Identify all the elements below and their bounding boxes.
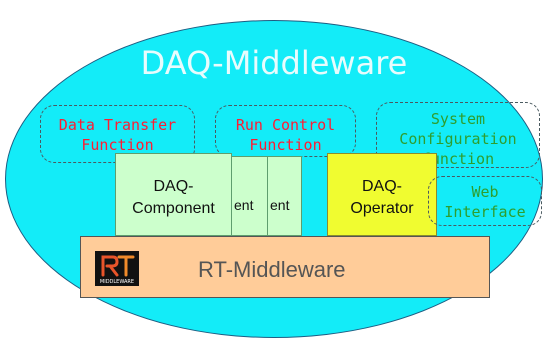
data-transfer-line-2: Function [81,136,154,154]
daq-component-card-2: ent [230,156,268,236]
system-configuration-function-box: System Configuration function [376,102,540,168]
diagram-title: DAQ-Middleware [140,44,408,82]
component-fragment-label-2: ent [234,197,254,213]
rt-middleware-box: MIDDLEWARE RT-Middleware [80,236,490,298]
run-control-line-2: Function [249,136,322,154]
rt-middleware-label: RT-Middleware [198,257,346,282]
daq-component-line-1: DAQ- [153,178,194,195]
system-config-line-2: Configuration [399,130,517,148]
rt-logo-icon: MIDDLEWARE [95,251,139,286]
web-interface-line-2: Interface [444,203,526,221]
web-interface-box: Web Interface [428,176,542,226]
run-control-line-1: Run Control [235,116,336,134]
daq-operator-box: DAQ- Operator [327,153,437,236]
web-interface-line-1: Web [471,183,499,201]
system-config-line-3: function [421,150,495,168]
logo-caption: MIDDLEWARE [100,279,134,285]
daq-component-line-2: Component [132,200,215,217]
daq-component-card: DAQ- Component [115,153,232,236]
daq-component-card-3: ent [266,156,302,236]
system-config-line-1: System [430,110,486,128]
component-fragment-label-3: ent [270,197,290,213]
data-transfer-line-1: Data Transfer [58,116,177,134]
daq-operator-line-2: Operator [350,200,414,217]
rt-middleware-logo: MIDDLEWARE [95,251,139,286]
run-control-function-box: Run Control Function [215,105,356,157]
daq-operator-line-1: DAQ- [362,178,402,195]
